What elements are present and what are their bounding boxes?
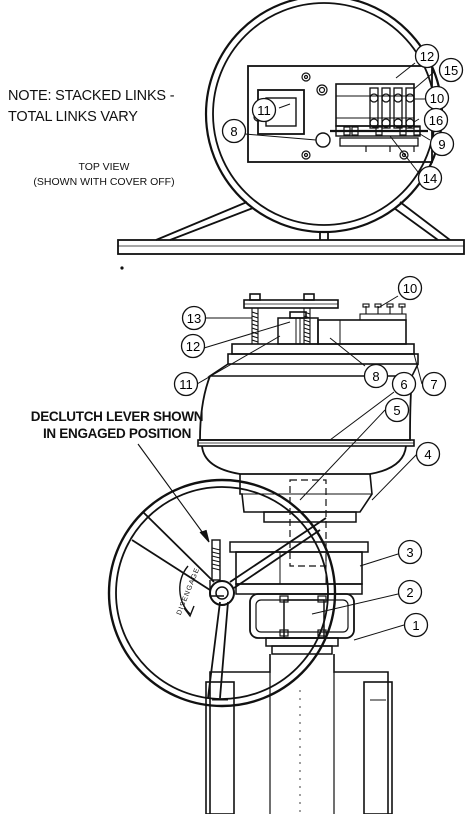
callout-label: 10: [430, 91, 444, 106]
callout-top-15: 15: [438, 57, 464, 83]
callout-label: 13: [187, 311, 201, 326]
stacked-links-note-line2: TOTAL LINKS VARY: [8, 109, 138, 125]
callout-side-11: 11: [173, 371, 199, 397]
callout-top-11: 11: [251, 97, 277, 123]
callout-label: 1: [412, 618, 419, 633]
callout-side-7: 7: [421, 371, 447, 397]
callout-label: 11: [179, 377, 193, 392]
callout-label: 12: [186, 339, 200, 354]
callout-label: 4: [424, 447, 431, 462]
callout-top-9: 9: [429, 131, 455, 157]
callout-side-8: 8: [363, 363, 389, 389]
callout-label: 3: [406, 545, 413, 560]
top-view-callouts: 11 12 15 10 16 8 9 14: [221, 43, 464, 191]
callout-label: 5: [393, 403, 400, 418]
top-view-caption-line2: (SHOWN WITH COVER OFF): [33, 176, 175, 188]
top-view-leaders: [244, 62, 435, 173]
callout-label: 15: [444, 63, 458, 78]
declutch-note-line2: IN ENGAGED POSITION: [42, 426, 192, 441]
side-view-leaders: [196, 295, 423, 641]
callout-top-12: 12: [414, 43, 440, 69]
declutch-leader: [137, 443, 210, 543]
callout-label: 2: [406, 585, 413, 600]
callout-side-5: 5: [384, 397, 410, 423]
callout-top-14: 14: [417, 165, 443, 191]
side-view-drawing: [197, 293, 419, 814]
callout-side-1: 1: [403, 612, 429, 638]
callout-side-3: 3: [397, 539, 423, 565]
callout-side-2: 2: [397, 579, 423, 605]
callout-side-4: 4: [415, 441, 441, 467]
callout-label: 8: [372, 369, 379, 384]
callout-label: 14: [423, 171, 437, 186]
callout-label: 8: [230, 124, 237, 139]
callout-side-6: 6: [391, 371, 417, 397]
callout-side-12: 12: [180, 333, 206, 359]
declutch-note: DECLUTCH LEVER SHOWN IN ENGAGED POSITION: [4, 408, 230, 442]
callout-top-8: 8: [221, 118, 247, 144]
callout-label: 7: [430, 377, 437, 392]
callout-top-16: 16: [423, 107, 449, 133]
callout-label: 12: [420, 49, 434, 64]
declutch-note-line1: DECLUTCH LEVER SHOWN: [30, 409, 204, 424]
top-view-caption-line1: TOP VIEW: [78, 161, 130, 173]
callout-top-10: 10: [424, 85, 450, 111]
callout-label: 11: [257, 103, 271, 118]
callout-label: 10: [403, 281, 417, 296]
callout-label: 9: [438, 137, 445, 152]
top-view-drawing: [117, 0, 465, 270]
callout-side-13: 13: [181, 305, 207, 331]
callout-label: 6: [400, 377, 407, 392]
handwheel: [107, 478, 337, 708]
top-view-caption: TOP VIEW (SHOWN WITH COVER OFF): [6, 160, 202, 190]
callout-side-10: 10: [397, 275, 423, 301]
callout-label: 16: [429, 113, 443, 128]
stacked-links-note-line1: NOTE: STACKED LINKS -: [8, 88, 175, 104]
stacked-links-note: NOTE: STACKED LINKS - TOTAL LINKS VARY: [8, 86, 175, 128]
side-view-callouts: 13 10 12 11 8 7 6 5 4 3 2 1: [173, 275, 447, 638]
